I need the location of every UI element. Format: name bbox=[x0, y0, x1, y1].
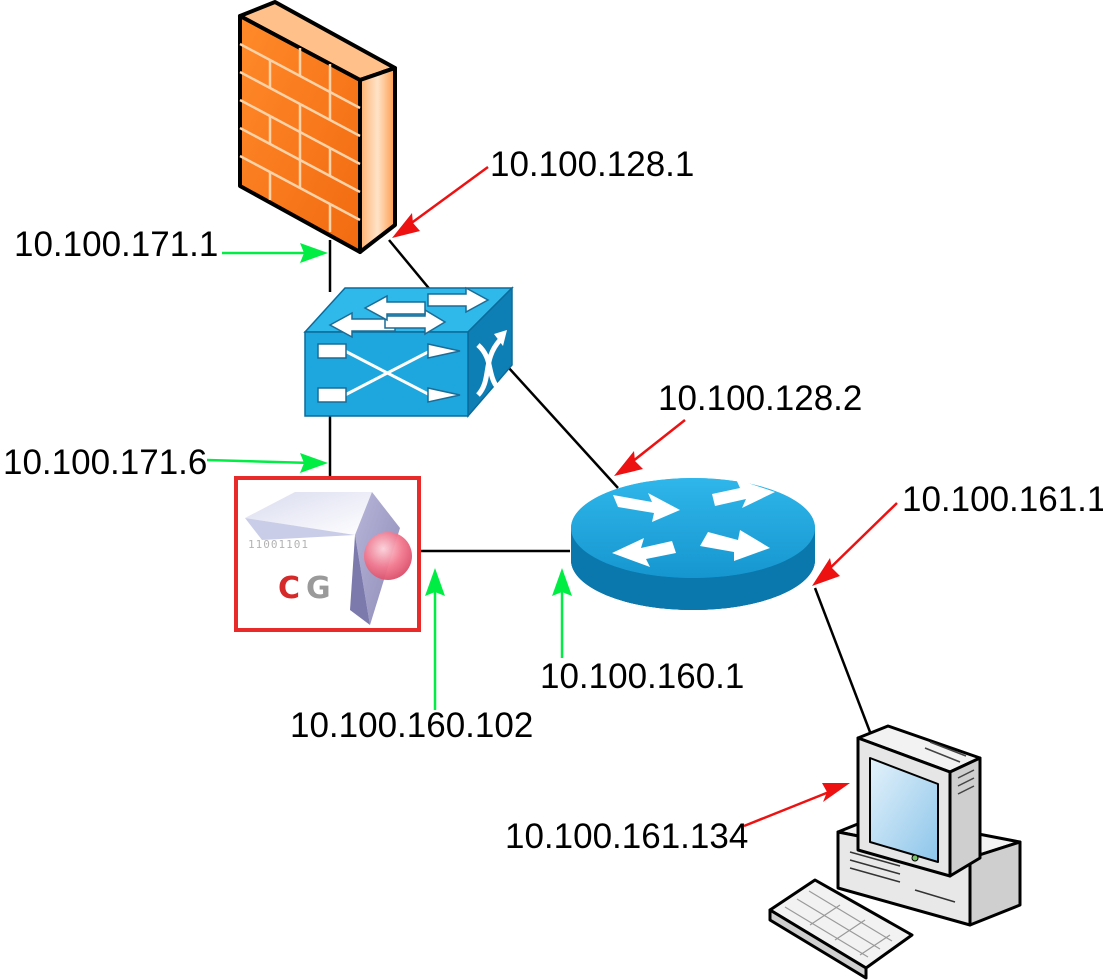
label-appliance-router-ip: 10.100.160.102 bbox=[290, 706, 533, 745]
firewall-icon bbox=[238, 0, 397, 254]
green-arrows bbox=[206, 243, 572, 710]
connections bbox=[328, 239, 872, 733]
link-switch-router bbox=[507, 366, 619, 489]
cg-binary-text: 11001101 bbox=[248, 538, 309, 551]
switch-icon bbox=[303, 286, 514, 419]
link-firewall-switch-right bbox=[388, 239, 433, 293]
cg-logo-letter-c: C bbox=[278, 571, 300, 606]
label-router-uplink-ip: 10.100.128.2 bbox=[658, 379, 862, 418]
cg-logo-letter-g: G bbox=[306, 571, 331, 606]
label-firewall-internal-ip: 10.100.171.1 bbox=[14, 225, 218, 264]
link-router-workstation bbox=[813, 587, 872, 733]
router-icon bbox=[571, 478, 815, 610]
red-arrows bbox=[392, 165, 898, 828]
label-workstation-ip: 10.100.161.134 bbox=[505, 817, 748, 856]
label-firewall-external-ip: 10.100.128.1 bbox=[490, 145, 694, 184]
label-router-client-ip: 10.100.161.1 bbox=[902, 480, 1103, 519]
label-appliance-switch-ip: 10.100.171.6 bbox=[3, 443, 207, 482]
label-router-appliance-ip: 10.100.160.1 bbox=[540, 657, 744, 696]
workstation-icon bbox=[768, 724, 1022, 980]
address-labels: 10.100.128.1 10.100.171.1 10.100.171.6 1… bbox=[3, 145, 1103, 856]
cg-appliance-icon: 11001101 C G bbox=[234, 476, 421, 632]
